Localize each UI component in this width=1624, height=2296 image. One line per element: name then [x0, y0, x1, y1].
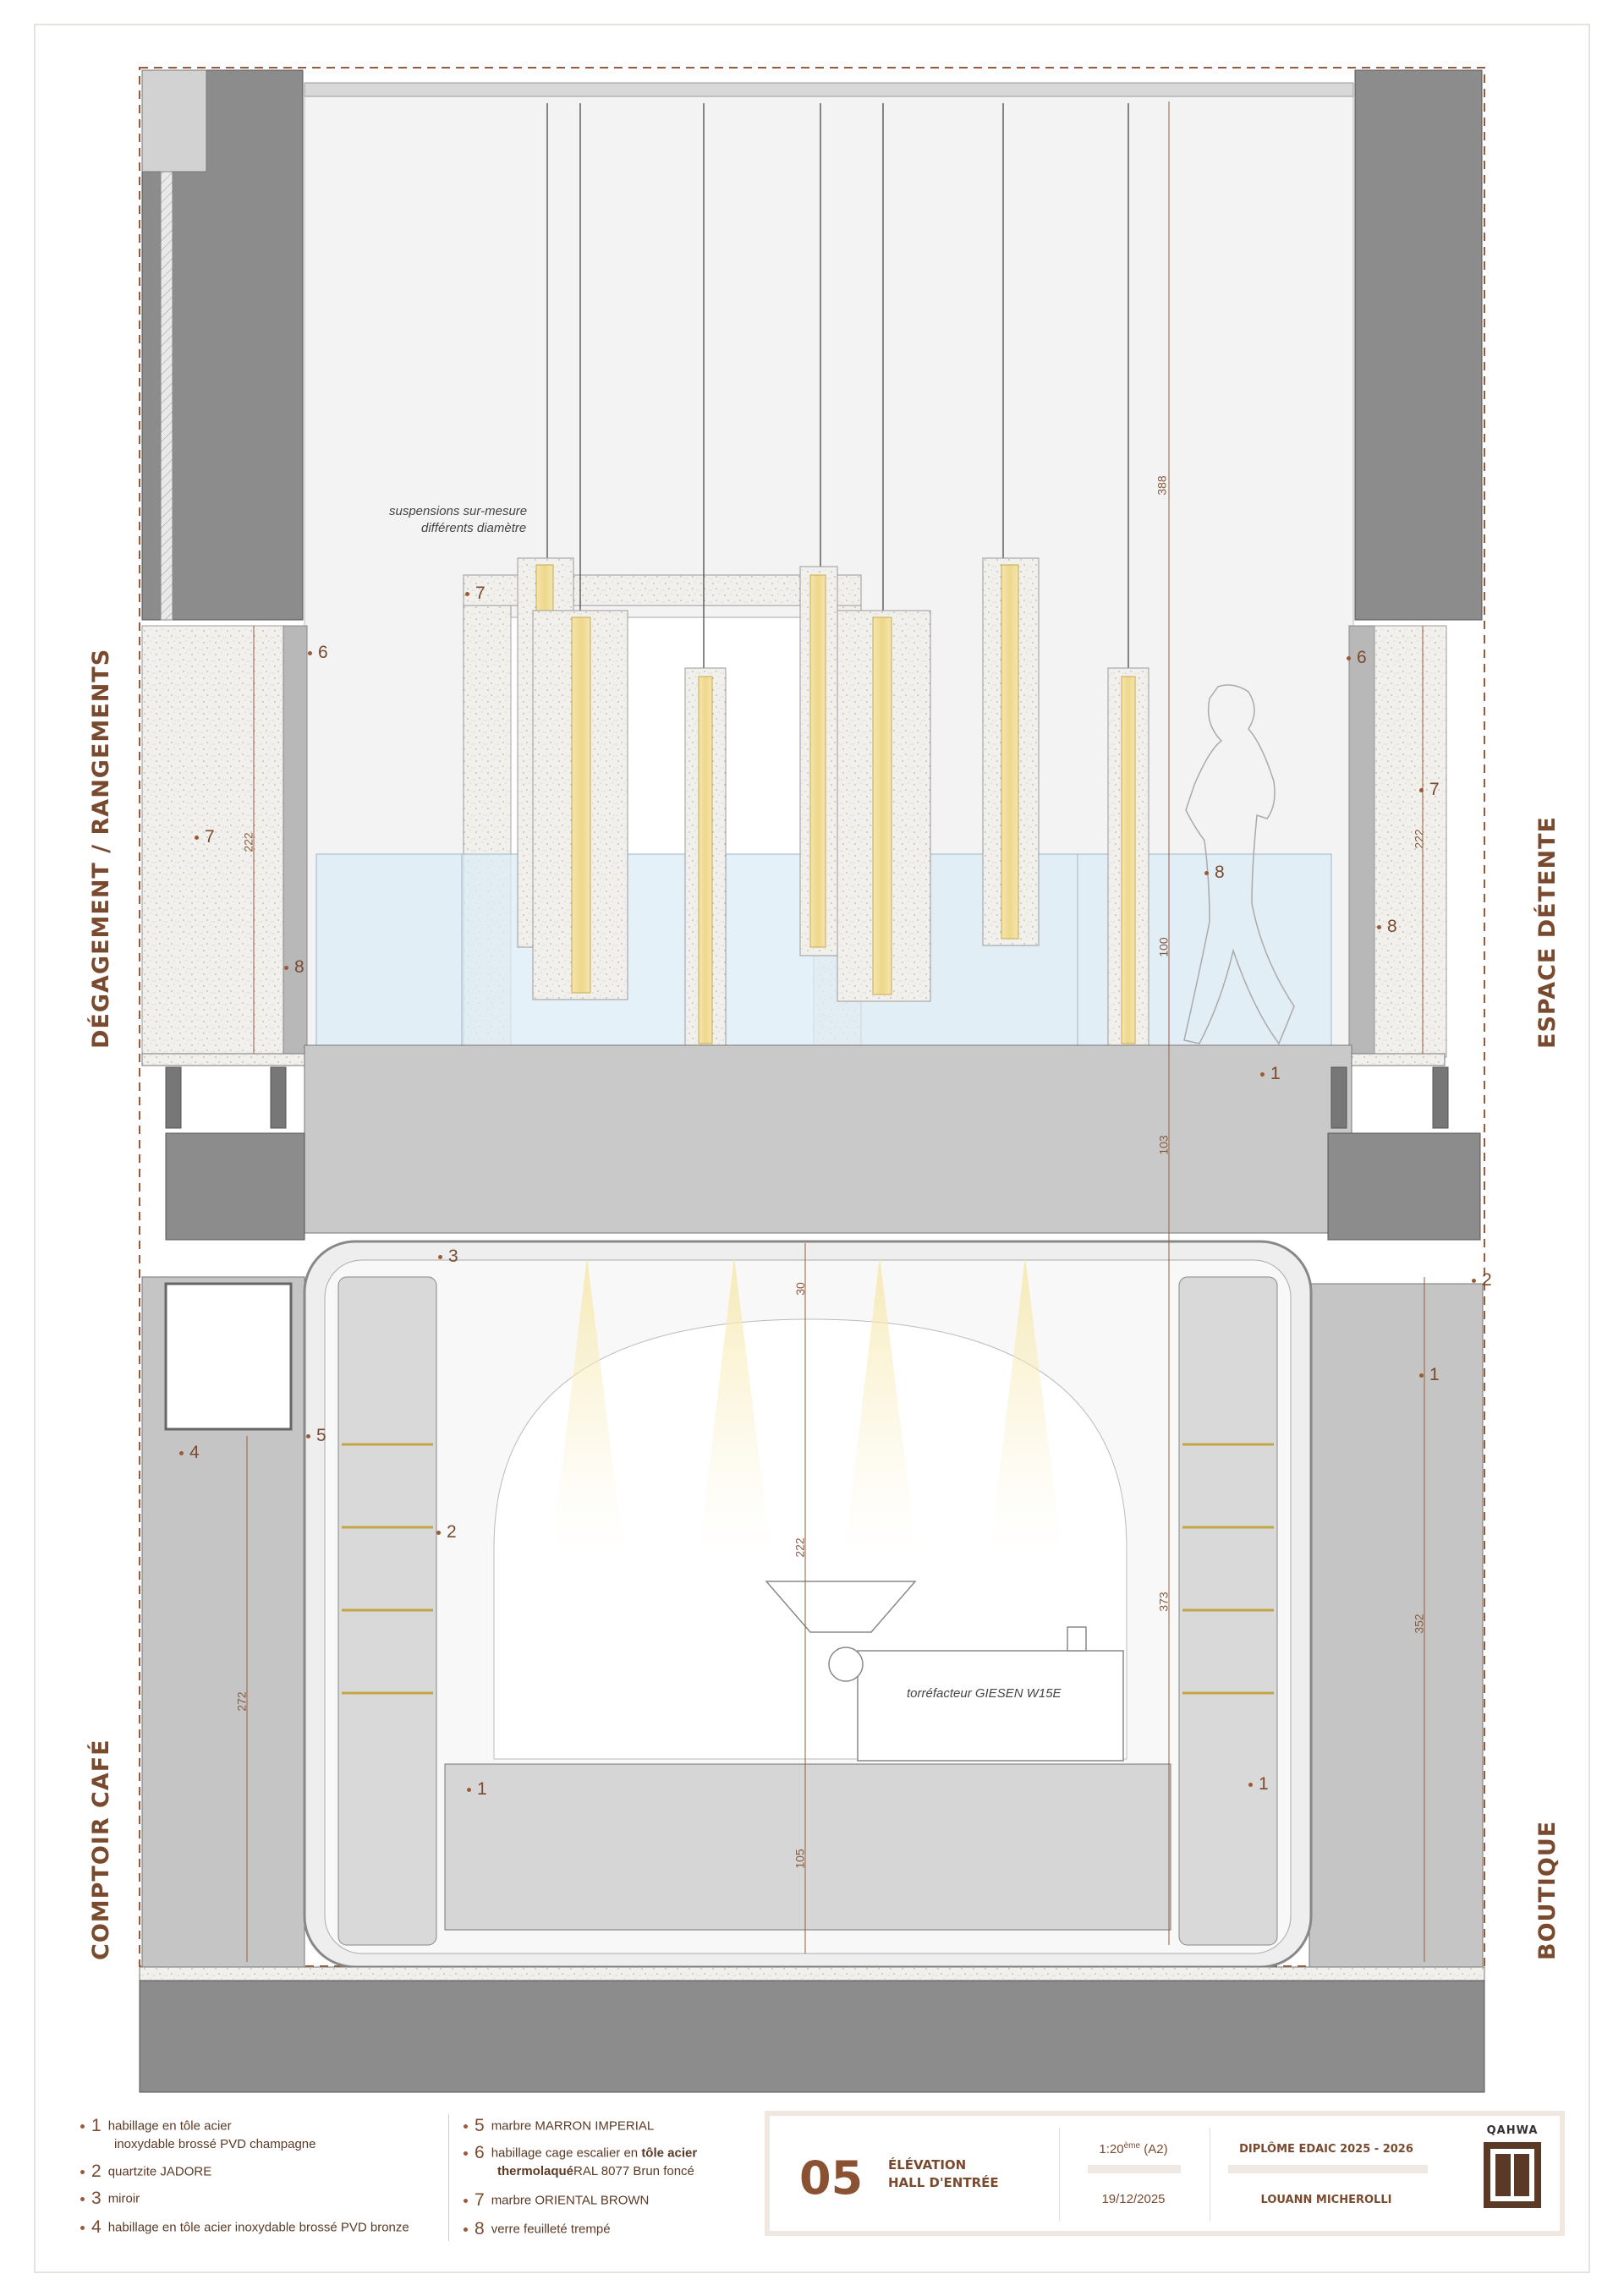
right-shelves — [1182, 1443, 1274, 1695]
ceiling-slab — [304, 82, 1354, 97]
callout-8-right: 8 — [1377, 917, 1397, 937]
author: LOUANN MICHEROLLI — [1260, 2194, 1392, 2206]
callout-1-counter: 1 — [467, 1779, 487, 1800]
label-boutique: BOUTIQUE — [1534, 1820, 1561, 1960]
pendant-cables — [546, 103, 1129, 668]
dim-30: 30 — [793, 1282, 807, 1296]
callout-8-left: 8 — [284, 957, 304, 978]
dim-103: 103 — [1156, 1135, 1171, 1155]
coffee-counter — [444, 1763, 1171, 1931]
callout-2-left: 2 — [436, 1522, 457, 1543]
arch-opening — [493, 1318, 1127, 1760]
sheet-title: ÉLÉVATION HALL D'ENTRÉE — [888, 2157, 999, 2190]
qahwa-logo-mark — [1484, 2142, 1541, 2208]
callout-5: 5 — [306, 1426, 326, 1446]
scale: 1:20ème (A2) — [1099, 2141, 1168, 2156]
right-stair-stringer — [1327, 1132, 1481, 1241]
label-degagement: DÉGAGEMENT / RANGEMENTS — [88, 648, 114, 1049]
ground-slab — [139, 1966, 1485, 1981]
right-lower-cladding — [1309, 1283, 1484, 1968]
left-stair-stringer — [165, 1132, 305, 1241]
dim-352: 352 — [1412, 1614, 1426, 1634]
dim-222-left: 222 — [241, 832, 255, 852]
left-stair-cladding — [283, 625, 308, 1058]
left-shelves — [342, 1443, 433, 1695]
dim-222-mid: 222 — [793, 1537, 807, 1558]
note-suspensions-2: différents diamètre — [421, 521, 527, 535]
left-opening — [164, 1282, 293, 1431]
label-espace-detente: ESPACE DÉTENTE — [1534, 816, 1561, 1049]
diploma: DIPLÔME EDAIC 2025 - 2026 — [1239, 2143, 1413, 2156]
right-marble-panel — [1374, 625, 1447, 1058]
pendant-tubes — [517, 557, 1149, 1053]
callout-7-right: 7 — [1419, 780, 1440, 800]
dim-388: 388 — [1155, 475, 1169, 496]
callout-7-frame: 7 — [465, 584, 486, 604]
callout-8-glass: 8 — [1204, 863, 1225, 883]
date: 19/12/2025 — [1101, 2192, 1166, 2206]
foundation-band — [139, 1980, 1485, 2093]
callout-6-left: 6 — [308, 643, 328, 663]
dim-105: 105 — [793, 1849, 807, 1869]
note-suspensions-1: suspensions sur-mesure — [389, 504, 528, 518]
callout-1-shelf: 1 — [1248, 1774, 1269, 1795]
qahwa-logo: QAHWA — [1479, 2124, 1546, 2222]
dimension-lines — [246, 101, 1425, 1962]
right-wall-dark — [1354, 69, 1483, 621]
callout-3-mirror: 3 — [438, 1247, 458, 1267]
callout-1-right: 1 — [1419, 1365, 1440, 1385]
dim-373: 373 — [1156, 1592, 1171, 1612]
note-roaster: torréfacteur GIESEN W15E — [907, 1686, 1062, 1701]
spot-beams — [551, 1257, 1062, 1556]
left-wall-hatch — [160, 171, 173, 621]
bridge-beam-cladding — [304, 1044, 1352, 1234]
dim-100: 100 — [1156, 937, 1171, 957]
callout-6-right: 6 — [1347, 648, 1367, 668]
dim-272: 272 — [234, 1691, 249, 1712]
page-frame — [34, 24, 1590, 2273]
dim-222-right: 222 — [1412, 829, 1426, 849]
roaster-drawing — [765, 1581, 1124, 1762]
callout-7-left: 7 — [195, 827, 215, 847]
right-stair-cladding — [1348, 625, 1375, 1058]
balusters — [165, 1066, 1449, 1129]
left-marble-panel — [141, 625, 308, 1058]
title-block: 05 ÉLÉVATION HALL D'ENTRÉE 1:20ème (A2) … — [765, 2111, 1565, 2236]
left-wall-texture — [141, 69, 207, 173]
label-comptoir: COMPTOIR CAFÉ — [88, 1739, 114, 1960]
callout-1-beam: 1 — [1260, 1064, 1281, 1084]
human-silhouette — [1183, 684, 1295, 1045]
sheet-number: 05 — [799, 2151, 864, 2205]
callout-4: 4 — [179, 1443, 200, 1463]
callout-2-right: 2 — [1472, 1270, 1492, 1290]
